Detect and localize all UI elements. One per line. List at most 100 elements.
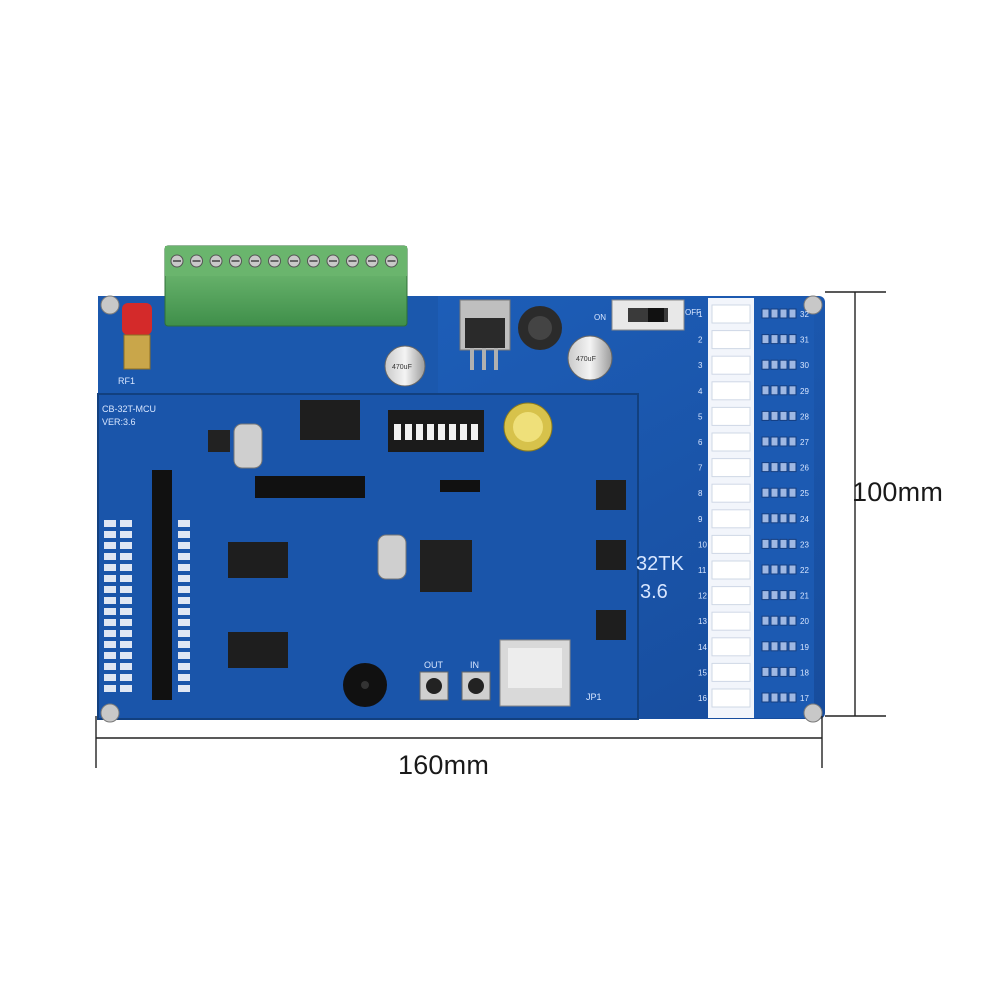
smd-resistor xyxy=(104,619,116,626)
channel-number-right: 17 xyxy=(800,694,809,703)
screw-top-left xyxy=(100,295,120,315)
mcu-chip xyxy=(420,540,472,592)
header-pin xyxy=(761,692,770,703)
smd-resistor xyxy=(104,586,116,593)
header-pin xyxy=(779,692,788,703)
channel-number-left: 2 xyxy=(698,336,703,345)
header-pin xyxy=(770,666,779,677)
header-pin xyxy=(779,334,788,345)
header-pin xyxy=(770,692,779,703)
channel-number-left: 9 xyxy=(698,515,703,524)
smd-resistor xyxy=(104,685,116,692)
smd-resistor xyxy=(120,630,132,637)
channel-header xyxy=(761,385,797,396)
white-connector-slot xyxy=(711,611,751,631)
header-pin xyxy=(770,513,779,524)
ic-chip xyxy=(228,542,288,578)
smd-resistor xyxy=(120,531,132,538)
smd-resistor xyxy=(120,564,132,571)
regulator-pin xyxy=(482,348,486,370)
channel-number-right: 20 xyxy=(800,617,809,626)
dip-body xyxy=(388,410,484,452)
sd-card-slot xyxy=(499,639,571,707)
white-connector-slot xyxy=(711,586,751,606)
header-pin xyxy=(779,641,788,652)
left-component-arrays xyxy=(104,520,190,692)
header-pin xyxy=(779,615,788,626)
white-connector-slot xyxy=(711,432,751,452)
channel-number-left: 12 xyxy=(698,592,707,601)
crystal xyxy=(377,534,407,580)
channel-number-right: 27 xyxy=(800,438,809,447)
height-dimension-label: 100mm xyxy=(852,477,944,507)
voltage-regulator xyxy=(459,299,511,370)
dip-switch xyxy=(388,410,484,452)
header-pin xyxy=(761,334,770,345)
header-small xyxy=(440,480,480,492)
white-connector-slot xyxy=(711,304,751,324)
board-big-marking-2: 3.6 xyxy=(640,581,668,603)
header-pin xyxy=(788,615,797,626)
smd-led xyxy=(178,663,190,670)
header-pin xyxy=(761,308,770,319)
smd-resistor xyxy=(120,608,132,615)
header-pin xyxy=(761,615,770,626)
buzzer-hole xyxy=(361,681,369,689)
coin-battery xyxy=(503,402,553,452)
button-out-cap xyxy=(426,678,442,694)
channel-number-left: 16 xyxy=(698,694,707,703)
header-pin xyxy=(779,410,788,421)
dip-keys xyxy=(394,424,478,440)
smd-resistor xyxy=(120,685,132,692)
header-2x10 xyxy=(255,476,365,498)
channel-number-right: 32 xyxy=(800,310,809,319)
channel-number-right: 25 xyxy=(800,489,809,498)
capacitor-can xyxy=(384,345,426,387)
capacitor-left: 470uF xyxy=(384,345,426,387)
button-in-cap xyxy=(468,678,484,694)
smd-resistor xyxy=(120,597,132,604)
channel-header xyxy=(761,590,797,601)
regulator-body xyxy=(465,318,505,348)
header-pin xyxy=(761,513,770,524)
channel-number-left: 14 xyxy=(698,643,707,652)
header-pin xyxy=(761,385,770,396)
channel-number-left: 7 xyxy=(698,464,703,473)
pin-headers xyxy=(152,470,480,700)
header-pin xyxy=(788,487,797,498)
antenna-base xyxy=(123,334,151,370)
header-pin xyxy=(779,538,788,549)
white-connector-slot xyxy=(711,509,751,529)
header-pin xyxy=(779,436,788,447)
smd-led xyxy=(178,564,190,571)
smd-led xyxy=(178,542,190,549)
smd-resistor xyxy=(104,553,116,560)
header-pin xyxy=(770,436,779,447)
channel-number-right: 23 xyxy=(800,540,809,549)
regulator-pin xyxy=(470,348,474,370)
header-pin xyxy=(779,590,788,601)
smd-led xyxy=(178,553,190,560)
white-connector-slot xyxy=(711,688,751,708)
smd-resistor xyxy=(120,619,132,626)
dip-key xyxy=(416,424,423,440)
ic-chip xyxy=(228,632,288,668)
channel-number-right: 19 xyxy=(800,643,809,652)
channel-number-right: 29 xyxy=(800,387,809,396)
channel-header xyxy=(761,462,797,473)
channel-header xyxy=(761,436,797,447)
smd-resistor xyxy=(104,597,116,604)
header-pin xyxy=(770,334,779,345)
header-pin xyxy=(788,359,797,370)
channel-header xyxy=(761,641,797,652)
smd-led xyxy=(178,619,190,626)
smd-resistor xyxy=(120,652,132,659)
header-pin xyxy=(770,308,779,319)
header-pin xyxy=(779,308,788,319)
header-pin xyxy=(788,692,797,703)
channel-header xyxy=(761,666,797,677)
channel-number-right: 26 xyxy=(800,464,809,473)
smd-resistor xyxy=(120,575,132,582)
smd-led xyxy=(178,520,190,527)
white-connector-slot xyxy=(711,560,751,580)
